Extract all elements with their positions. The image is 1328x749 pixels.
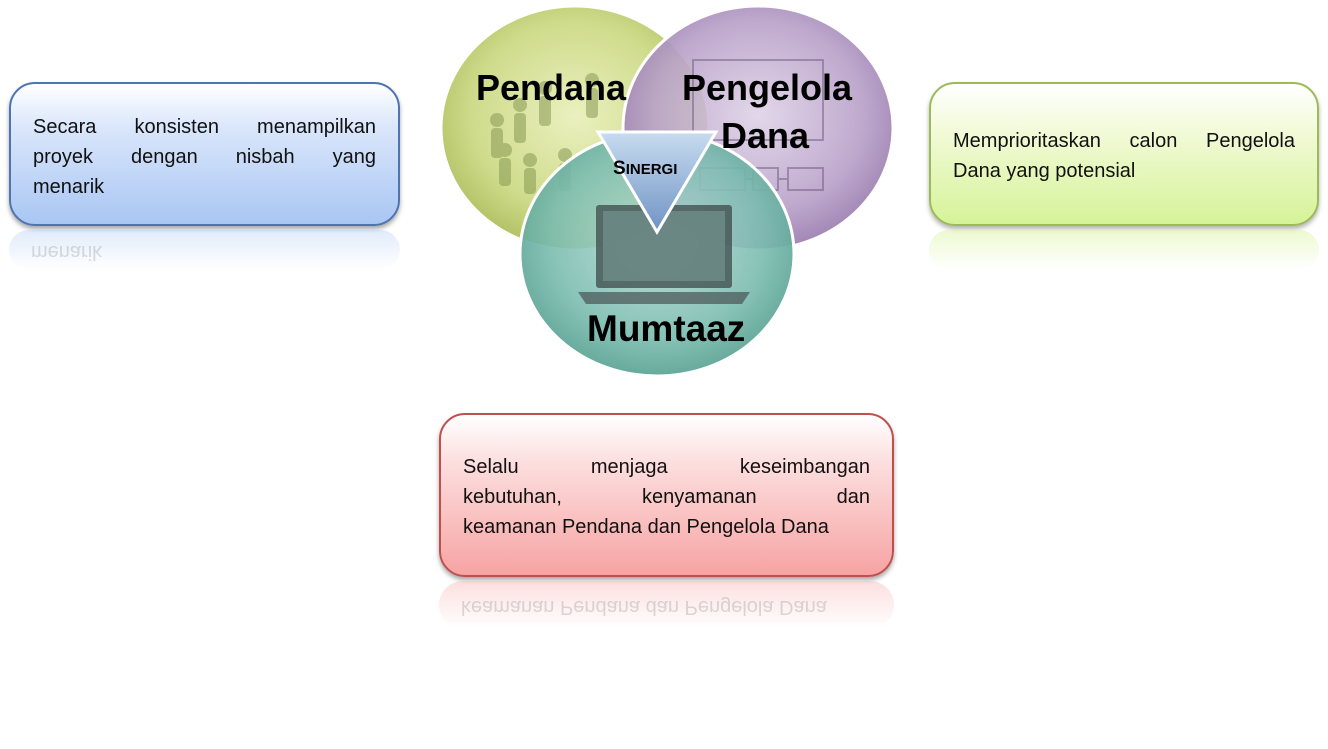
- left-box-line-2: proyek dengan nisbah yang: [33, 146, 376, 168]
- pengelola-label-line2: Dana: [721, 115, 810, 156]
- left-text-box: Secara konsisten menampilkan proyek deng…: [9, 82, 400, 226]
- sinergi-triangle: [595, 130, 719, 235]
- right-box-line-1: Memprioritaskan calon Pengelola: [953, 130, 1295, 152]
- pengelola-label-line1: Pengelola: [682, 67, 853, 108]
- bottom-text-box: Selalu menjaga keseimbangan kebutuhan, k…: [439, 413, 894, 577]
- mumtaaz-label: Mumtaaz: [587, 308, 745, 349]
- pendana-label: Pendana: [476, 67, 627, 108]
- bottom-box-line-2: kebutuhan, kenyamanan dan: [463, 486, 870, 508]
- bottom-box-line-3: keamanan Pendana dan Pengelola Dana: [463, 516, 829, 538]
- left-box-line-3: menarik: [33, 176, 105, 198]
- right-box-line-2: Dana yang potensial: [953, 160, 1136, 182]
- left-box-line-1: Secara konsisten menampilkan: [33, 116, 376, 138]
- sinergi-initial: S: [613, 158, 626, 179]
- right-text-box: Memprioritaskan calon Pengelola Dana yan…: [929, 82, 1319, 226]
- sinergi-rest: INERGI: [626, 161, 678, 178]
- bottom-box-line-1: Selalu menjaga keseimbangan: [463, 456, 870, 478]
- sinergi-label: SINERGI: [613, 158, 677, 179]
